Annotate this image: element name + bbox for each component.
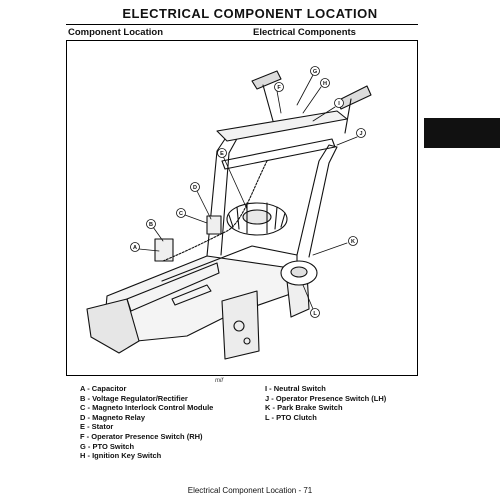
callout-leader	[184, 214, 208, 224]
callout-i	[334, 98, 344, 108]
legend-item: B - Voltage Regulator/Rectifier	[80, 393, 188, 403]
chassis-slot	[171, 284, 212, 306]
callout-j	[356, 128, 366, 138]
lever-left	[262, 84, 274, 122]
component-location-figure: A B C D E F G H I J K L	[66, 40, 418, 376]
callout-leader	[312, 242, 348, 256]
section-subtitle-right: Electrical Components	[253, 27, 356, 38]
legend-item: A - Capacitor	[80, 384, 127, 393]
callout-letter: E	[220, 151, 224, 157]
callout-g	[310, 66, 320, 76]
chassis-front-rail	[126, 262, 220, 312]
callout-letter: I	[338, 101, 340, 107]
module-box-c	[206, 215, 222, 235]
callout-leader	[276, 90, 282, 114]
legend-left: A - Capacitor B - Voltage Regulator/Rect…	[80, 384, 213, 461]
callout-k	[348, 236, 358, 246]
callout-letter: H	[323, 81, 327, 87]
section-thumb-tab	[424, 118, 500, 148]
control-crossbar-lower	[221, 138, 336, 170]
callout-leader	[302, 86, 322, 114]
callout-c	[176, 208, 186, 218]
page-footer: Electrical Component Location - 71	[187, 486, 313, 495]
stator-core	[242, 209, 272, 225]
callout-b	[146, 219, 156, 229]
callout-leader	[196, 190, 212, 220]
legend-item: I - Neutral Switch	[265, 384, 326, 393]
right-upright	[296, 144, 338, 258]
figure-code: mif	[215, 378, 223, 384]
callout-letter: K	[351, 239, 355, 245]
legend-right: I - Neutral Switch J - Operator Presence…	[265, 384, 386, 422]
callout-letter: F	[277, 85, 281, 91]
callout-leader	[336, 136, 358, 146]
callout-leader	[296, 74, 314, 106]
legend-item: E - Stator	[80, 422, 114, 432]
callout-leader	[138, 248, 160, 252]
callouts	[138, 74, 358, 310]
callout-bubbles	[130, 66, 366, 318]
callout-f	[274, 82, 284, 92]
callout-letter: B	[149, 222, 153, 228]
callout-leader	[152, 226, 164, 242]
callout-leader	[312, 106, 336, 122]
chassis-left-plate	[86, 298, 140, 354]
callout-h	[320, 78, 330, 88]
legend-item: K - Park Brake Switch	[265, 403, 343, 413]
callout-letter: A	[133, 245, 137, 251]
legend-item: J - Operator Presence Switch (LH)	[265, 393, 387, 403]
callout-leader	[302, 284, 314, 310]
section-subtitle-left: Component Location	[68, 27, 163, 38]
mower-frame-illustration: A B C D E F G H I J K L	[86, 66, 372, 360]
callout-letter: L	[313, 311, 317, 317]
lever-right	[344, 98, 352, 134]
callout-letter: C	[179, 211, 183, 217]
callout-leader	[222, 155, 248, 210]
stator-windings	[228, 202, 286, 234]
mount-bolt	[243, 337, 251, 345]
legend-item: C - Magneto Interlock Control Module	[80, 403, 214, 413]
callout-letters: A B C D E F G H I J K L	[133, 69, 363, 317]
callout-d	[190, 182, 200, 192]
pto-clutch-hub	[290, 266, 308, 278]
callout-a	[130, 242, 140, 252]
wire-harness	[162, 160, 268, 262]
callout-letter: D	[193, 185, 197, 191]
callout-l	[310, 308, 320, 318]
legend-item: D - Magneto Relay	[80, 412, 146, 422]
callout-letter: J	[359, 131, 362, 137]
legend-item: H - Ignition Key Switch	[80, 451, 162, 461]
legend-item: G - PTO Switch	[80, 441, 135, 451]
callout-letter: G	[313, 69, 317, 75]
control-crossbar	[216, 110, 348, 142]
handle-left	[251, 70, 282, 90]
legend-item: F - Operator Presence Switch (RH)	[80, 431, 203, 441]
mount-bolt	[233, 320, 245, 332]
callout-e	[217, 148, 227, 158]
legend-item: L - PTO Clutch	[265, 412, 317, 422]
engine-mount-plate	[221, 290, 260, 360]
header-rule	[66, 24, 418, 25]
page-title: ELECTRICAL COMPONENT LOCATION	[122, 6, 378, 21]
